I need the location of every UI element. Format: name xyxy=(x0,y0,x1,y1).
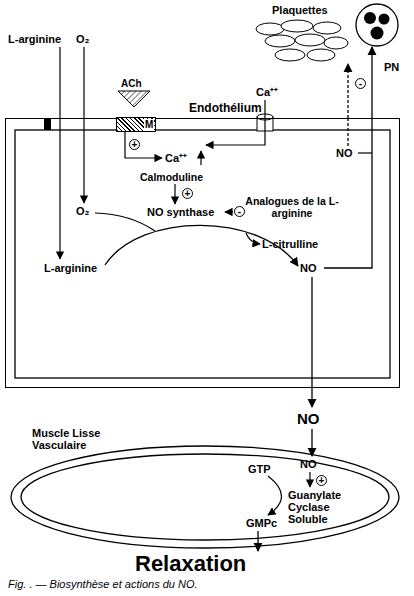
inhibition-sign: - xyxy=(355,78,366,89)
product-label: L-citrulline xyxy=(262,238,318,250)
platelet xyxy=(265,35,295,47)
nucleus-lobe xyxy=(371,27,384,40)
inhibition-sign: - xyxy=(234,206,245,217)
smooth-muscle-cell: Muscle Lisse Vasculaire xyxy=(10,445,400,549)
nucleus-lobe xyxy=(379,14,390,25)
node-label: PN xyxy=(384,61,399,73)
node-label: Endothélium xyxy=(189,102,262,114)
oxygen-label: O₂ xyxy=(76,33,89,45)
connector-arrow xyxy=(371,47,372,118)
enzyme-label: Guanylate Cyclase Soluble xyxy=(288,489,350,525)
activation-sign: + xyxy=(316,475,327,486)
cyclase-activation-arrow xyxy=(309,472,310,487)
node-shape xyxy=(355,3,399,47)
activation-sign: + xyxy=(182,188,193,199)
platelet-cluster: Plaquettes xyxy=(250,4,350,64)
node-label: M xyxy=(144,119,154,131)
substrate-label: GTP xyxy=(248,463,271,475)
arginine-uptake-arrow xyxy=(59,47,60,259)
substrate-label: L-arginine xyxy=(44,262,97,274)
effect-title: Relaxation xyxy=(135,551,246,577)
inner-membrane xyxy=(21,454,389,540)
nucleus-lobe xyxy=(364,12,376,24)
node-label: Plaquettes xyxy=(272,4,328,16)
activation-arrow xyxy=(174,184,175,204)
substrate-label: L-arginine xyxy=(8,33,61,45)
platelet xyxy=(256,23,284,35)
ach-ligand xyxy=(118,91,150,107)
platelet xyxy=(275,49,305,61)
oxygen-label: O₂ xyxy=(76,205,89,217)
platelet xyxy=(281,20,313,32)
inner-membrane xyxy=(15,130,390,378)
platelet xyxy=(295,34,325,46)
inhibitor-label: Analogues de la L-arginine xyxy=(245,195,339,219)
oxygen-join xyxy=(95,213,155,231)
increase-arrow xyxy=(200,151,201,165)
neutrophil-cell: PN xyxy=(355,3,399,47)
platelet xyxy=(313,22,341,34)
platelet xyxy=(324,37,348,49)
oxygen-uptake-arrow xyxy=(83,47,84,203)
no-platelet-line xyxy=(347,118,348,146)
no-join-line xyxy=(358,152,372,153)
muscarinic-receptor: M xyxy=(116,117,156,132)
no-entry-arrow xyxy=(311,429,312,456)
product-label: GMPc xyxy=(246,517,277,529)
relaxation-arrow xyxy=(257,531,258,551)
molecule-label: NO xyxy=(300,458,317,470)
connector-arrow xyxy=(347,64,348,118)
receptor-calcium-arrow xyxy=(125,132,162,158)
molecule-label: NO xyxy=(300,262,317,274)
gtp-conversion-arrow xyxy=(268,476,282,515)
node-shape xyxy=(10,445,400,549)
neutrophil-outline xyxy=(356,4,398,46)
figure-caption: Fig. . — Biosynthèse et actions du NO. xyxy=(8,578,198,590)
agonist-label: ACh xyxy=(121,78,142,90)
ion-label: Ca⁺⁺ xyxy=(256,86,278,98)
inhibition-arrow xyxy=(225,211,233,212)
activation-sign: + xyxy=(129,139,140,150)
no-outflow-line xyxy=(324,118,372,268)
outer-membrane xyxy=(11,446,399,548)
platelet xyxy=(307,49,335,61)
protein-label: Calmoduline xyxy=(140,171,203,183)
cell-junction xyxy=(44,118,51,130)
citrulline-branch xyxy=(246,233,260,244)
ion-label: Ca⁺⁺ xyxy=(165,152,187,164)
node-label: Muscle Lisse Vasculaire xyxy=(32,427,112,451)
molecule-label: NO xyxy=(297,410,320,428)
molecule-label: NO xyxy=(336,147,353,159)
enzyme-label: NO synthase xyxy=(147,206,214,218)
